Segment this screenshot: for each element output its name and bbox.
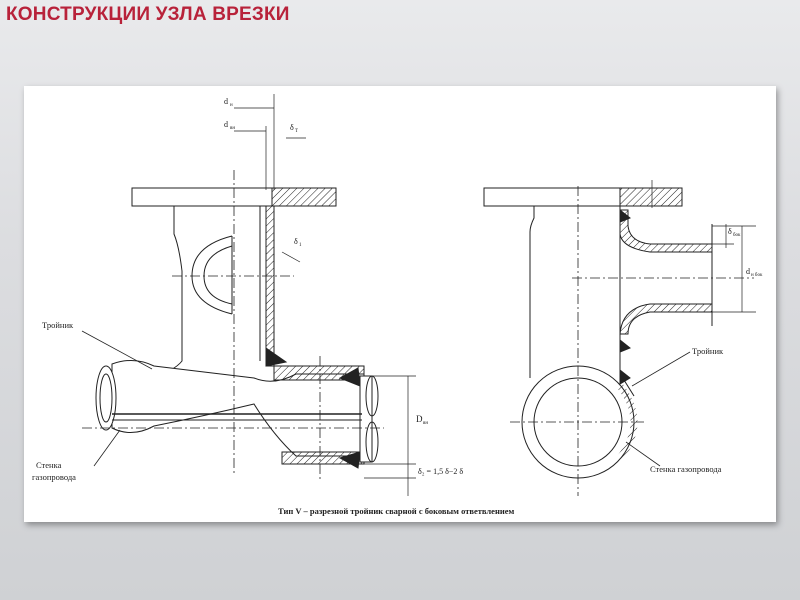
right-tee-leader xyxy=(631,351,691,387)
dim-delta-t: δ xyxy=(290,123,294,132)
right-wall-leader xyxy=(625,441,661,467)
left-tee-label: Тройник xyxy=(42,320,74,330)
right-flange-left xyxy=(483,187,621,207)
dim-delta-1-sub: 1 xyxy=(299,243,302,248)
left-tee-leader xyxy=(81,330,153,370)
left-view-text: d н d вн δ Т δ 1 D вн δ₂ = 1,5 δ−2 δ Тро… xyxy=(32,97,463,482)
left-wall-label-1: Стенка xyxy=(36,460,62,470)
dim-dn: d xyxy=(224,97,228,106)
left-flange-left xyxy=(131,187,273,207)
left-tee-hatch-top xyxy=(273,365,365,381)
left-view xyxy=(81,94,416,496)
left-branch-body xyxy=(153,206,183,377)
dim-d-bok: d xyxy=(746,267,750,276)
dim-delta-1: δ xyxy=(294,237,298,246)
dim-delta-t-sub: Т xyxy=(295,129,298,134)
figure-panel: d н d вн δ Т δ 1 D вн δ₂ = 1,5 δ−2 δ Тро… xyxy=(24,86,776,522)
right-tee-label: Тройник xyxy=(692,346,724,356)
dim-dvn-sub: вн xyxy=(230,126,235,131)
dim-delta-bok: δ xyxy=(728,227,732,236)
left-tee-shell xyxy=(111,360,365,457)
left-weld-right xyxy=(338,367,361,387)
right-side-outlet-lower xyxy=(619,303,713,335)
dim-dn-sub: н xyxy=(230,103,233,108)
right-view xyxy=(483,180,756,496)
figure-caption: Тип V – разрезной тройник сварной с боко… xyxy=(278,506,515,516)
right-wall-label: Стенка газопровода xyxy=(650,464,722,474)
dim-dvn: d xyxy=(224,120,228,129)
left-flange-hatched xyxy=(271,187,337,207)
dim-delta-bok-sub: бок xyxy=(733,233,741,238)
left-branch-wall xyxy=(265,205,275,367)
right-side-outlet-upper xyxy=(619,209,713,253)
dim-D-sub: вн xyxy=(423,421,428,426)
left-weld-top xyxy=(265,347,288,367)
right-flange-hatched xyxy=(619,187,683,207)
delta2-formula: δ₂ = 1,5 δ−2 δ xyxy=(418,467,463,476)
dim-d-bok-sub: н бок xyxy=(751,273,763,278)
tee-diagram: d н d вн δ Т δ 1 D вн δ₂ = 1,5 δ−2 δ Тро… xyxy=(32,94,763,516)
left-pipe-end-left xyxy=(95,365,117,431)
dim-D: D xyxy=(416,414,423,424)
right-view-text: δ бок d н бок Тройник Стенка газопровода xyxy=(650,227,763,474)
right-branch-outer xyxy=(529,206,535,378)
left-wall-label-2: газопровода xyxy=(32,472,76,482)
left-wall-leader xyxy=(93,429,121,467)
right-tee-wall xyxy=(617,383,638,461)
slide-title: КОНСТРУКЦИИ УЗЛА ВРЕЗКИ xyxy=(6,4,290,25)
